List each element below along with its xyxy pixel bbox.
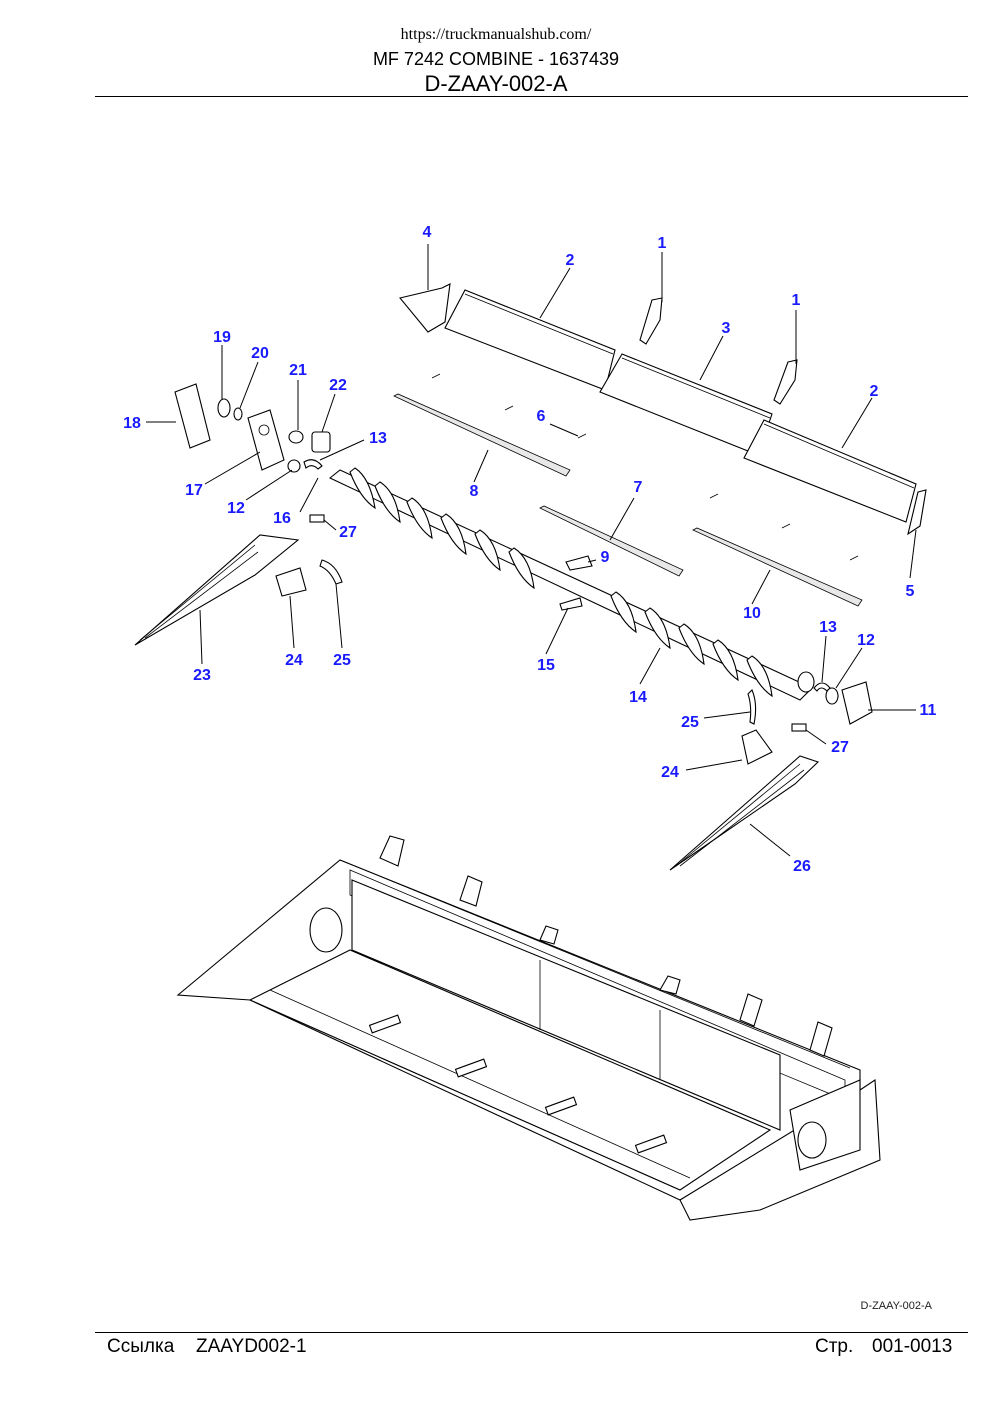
part-8-strip	[393, 393, 571, 477]
callout-16: 16	[273, 510, 291, 527]
top-panels	[393, 283, 927, 607]
callout-11: 11	[920, 702, 937, 719]
callout-3: 3	[722, 320, 731, 337]
footer-ref-label: Ссылка	[107, 1336, 175, 1357]
leader-lines	[146, 244, 917, 857]
callout-22: 22	[329, 377, 347, 394]
part-25-scraper-right	[747, 689, 757, 725]
part-2-panel-left	[444, 289, 616, 391]
callout-21: 21	[289, 362, 307, 379]
callout-26: 26	[793, 858, 811, 875]
part-12-bearing-right	[825, 687, 839, 705]
part-7-strip	[539, 505, 684, 577]
callout-23: 23	[193, 667, 211, 684]
part-24-shield-right	[741, 729, 773, 765]
callout-18: 18	[123, 415, 141, 432]
header-rule	[95, 96, 968, 97]
part-11-plate	[841, 681, 873, 725]
callout-14: 14	[629, 689, 647, 706]
source-url[interactable]: https://truckmanualshub.com/	[400, 26, 592, 43]
part-23-divider-left	[134, 534, 300, 646]
part-15-finger	[559, 597, 583, 611]
footer-page-value: 001-0013	[872, 1336, 953, 1357]
callout-20: 20	[251, 345, 269, 362]
part-20-washer	[233, 407, 243, 421]
part-19-disc	[217, 398, 231, 418]
part-21-bushing	[288, 430, 304, 444]
callout-13-left: 13	[369, 430, 387, 447]
callout-17: 17	[185, 482, 203, 499]
footer-rule	[95, 1332, 968, 1333]
part-5-end-bracket	[907, 489, 927, 536]
callout-24-left: 24	[285, 652, 303, 669]
part-13-ring-left	[303, 459, 323, 470]
part-2-panel-right	[743, 419, 917, 523]
callout-27-right: 27	[831, 739, 849, 756]
callout-27-left: 27	[339, 524, 357, 541]
callout-10: 10	[743, 605, 761, 622]
callout-labels: 1 1 2 2 3 4 5 6 7 8 9 10 11 12 12 13 13 …	[123, 224, 936, 875]
diagram-code-title: D-ZAAY-002-A	[424, 71, 568, 96]
part-25-scraper-left	[319, 559, 343, 585]
part-22-sleeve	[311, 431, 331, 453]
right-end-parts	[669, 681, 873, 871]
part-1-bracket-left	[639, 297, 663, 345]
footer-page-label: Стр.	[815, 1336, 854, 1357]
callout-7: 7	[634, 479, 643, 496]
part-18-cover	[174, 383, 211, 449]
callout-15: 15	[537, 657, 555, 674]
part-9-finger	[565, 555, 593, 571]
callout-12-right: 12	[857, 632, 875, 649]
part-4-end-bracket	[399, 283, 451, 333]
left-end-parts	[134, 383, 343, 646]
callout-6: 6	[537, 408, 546, 425]
part-6-clips	[431, 373, 859, 561]
callout-12-left: 12	[227, 500, 245, 517]
callout-24-right: 24	[661, 764, 679, 781]
callout-2-left: 2	[566, 252, 575, 269]
footer-ref-value: ZAAYD002-1	[196, 1336, 307, 1357]
callout-9: 9	[601, 549, 610, 566]
callout-5: 5	[906, 583, 915, 600]
part-14-auger	[328, 467, 815, 701]
part-1-bracket-right	[773, 359, 798, 405]
part-27-clip-right	[791, 723, 807, 732]
part-27-clip-left	[309, 514, 325, 523]
callout-1-upper: 1	[658, 235, 667, 252]
header-frame-assembly	[176, 835, 881, 1221]
callout-1-right: 1	[792, 292, 801, 309]
callout-13-right: 13	[819, 619, 837, 636]
part-26-divider-right	[669, 755, 820, 871]
figure-code: D-ZAAY-002-A	[860, 1300, 932, 1312]
part-24-shield-left	[275, 567, 307, 597]
callout-8: 8	[470, 483, 479, 500]
part-10-strip	[692, 527, 863, 607]
callout-2-right: 2	[870, 383, 879, 400]
callout-19: 19	[213, 329, 231, 346]
part-12-bearing-left	[287, 459, 301, 473]
part-17-plate	[247, 409, 285, 471]
callout-25-left: 25	[333, 652, 351, 669]
callout-4: 4	[423, 224, 432, 241]
callout-25-right: 25	[681, 714, 699, 731]
model-title: MF 7242 COMBINE - 1637439	[372, 49, 620, 69]
part-3-panel-middle	[599, 353, 773, 456]
